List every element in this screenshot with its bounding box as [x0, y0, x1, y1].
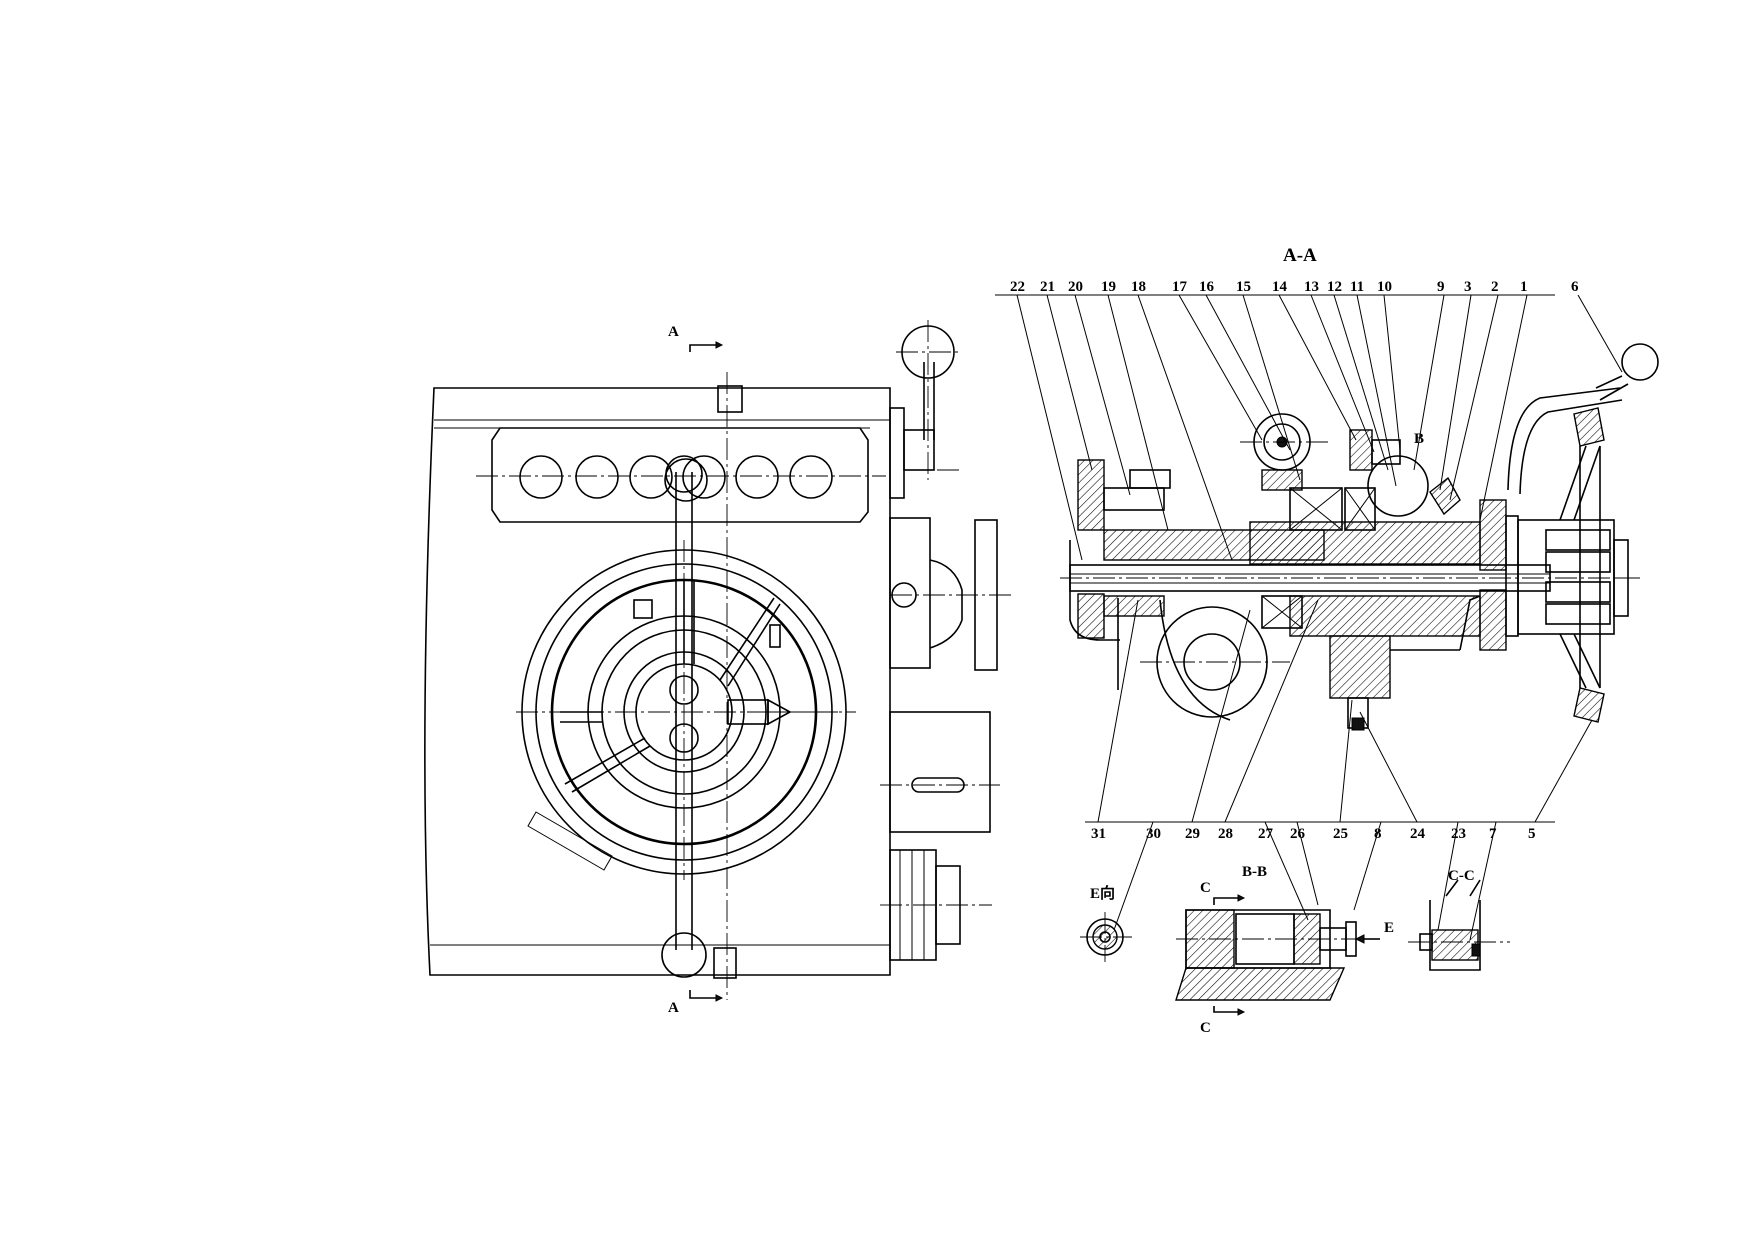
section-letter: A [668, 1000, 679, 1016]
part-number: 24 [1410, 826, 1426, 842]
section-title: C-C [1448, 868, 1475, 884]
section-aa-view: A-A [995, 245, 1659, 941]
part-number: 17 [1172, 279, 1188, 295]
part-number: 3 [1464, 279, 1472, 295]
part-number: 28 [1218, 826, 1233, 842]
slot-holes [519, 455, 833, 502]
section-letter: A [668, 324, 679, 340]
part-number: 20 [1068, 279, 1083, 295]
part-number: 10 [1377, 279, 1392, 295]
part-number: 29 [1185, 826, 1200, 842]
section-letter: B [1414, 431, 1424, 447]
section-bb-view: B-B C E C [1175, 864, 1394, 1036]
part-number: 25 [1333, 826, 1348, 842]
part-number: 21 [1040, 279, 1055, 295]
section-title: A-A [1283, 245, 1317, 266]
part-number: 19 [1101, 279, 1116, 295]
index-wheel [516, 540, 856, 880]
part-number: 26 [1290, 826, 1306, 842]
part-labels-top: 22 21 20 19 18 17 16 15 14 13 12 11 10 9… [995, 279, 1623, 561]
part-number: 23 [1451, 826, 1466, 842]
e-direction-view: E向 [1080, 884, 1132, 962]
section-letter: C [1200, 880, 1211, 896]
section-mark-a-top: A [668, 324, 724, 352]
part-number: 27 [1258, 826, 1274, 842]
front-view: A A [424, 320, 1015, 1016]
section-title: B-B [1242, 864, 1267, 880]
part-number: 31 [1091, 826, 1106, 842]
part-number: 14 [1272, 279, 1288, 295]
side-mechanisms [880, 320, 1015, 961]
section-mark-a-bottom: A [668, 990, 724, 1016]
part-number: 5 [1528, 826, 1536, 842]
part-number: 11 [1350, 279, 1364, 295]
part-number: 13 [1304, 279, 1319, 295]
part-number: 9 [1437, 279, 1445, 295]
part-number: 15 [1236, 279, 1251, 295]
part-number: 22 [1010, 279, 1025, 295]
part-number: 6 [1571, 279, 1579, 295]
part-number: 1 [1520, 279, 1528, 295]
part-number: 12 [1327, 279, 1342, 295]
section-cc-view: C-C [1408, 868, 1510, 971]
view-title: E向 [1090, 884, 1115, 902]
part-number: 2 [1491, 279, 1499, 295]
part-number: 18 [1131, 279, 1146, 295]
part-labels-bottom: 31 30 29 28 27 26 25 8 24 23 7 5 [1085, 599, 1593, 941]
section-letter: E [1384, 920, 1394, 936]
part-number: 16 [1199, 279, 1215, 295]
section-letter: C [1200, 1020, 1211, 1036]
